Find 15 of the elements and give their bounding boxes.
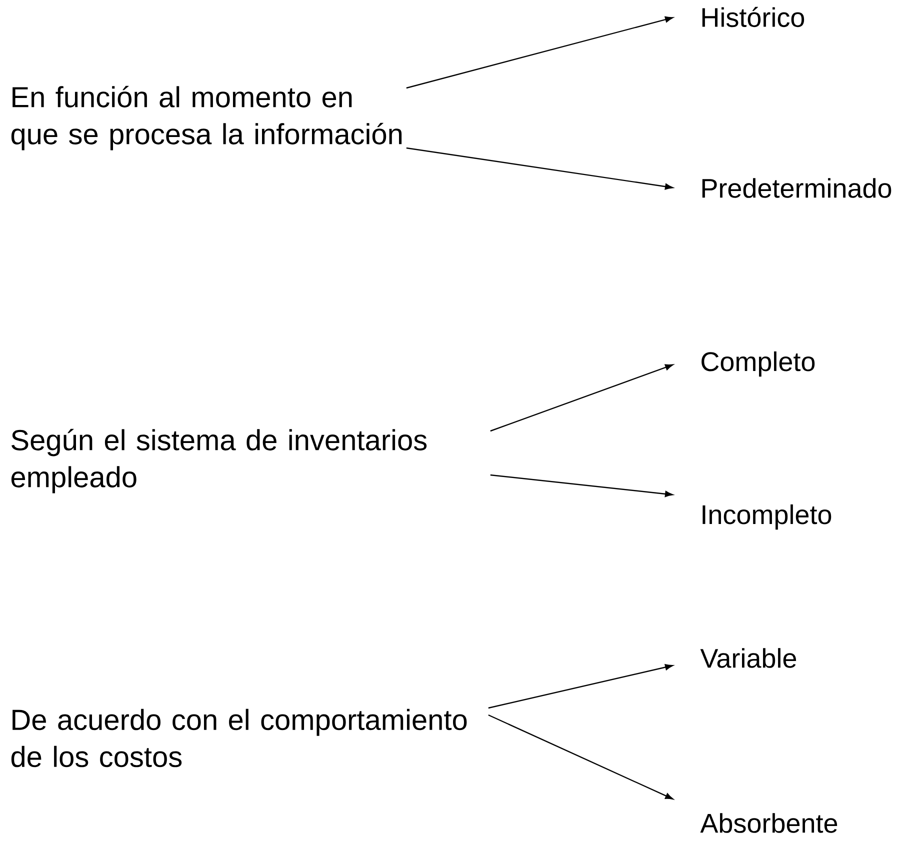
category-text: Según el sistema de inventarios empleado: [11, 428, 427, 494]
arrow: [488, 664, 674, 709]
item-text: Predeterminado: [702, 178, 892, 198]
category-text: De acuerdo con el comportamiento de los costos: [11, 708, 467, 768]
arrow: [406, 147, 673, 190]
item-text: Histórico: [702, 6, 804, 28]
arrow: [488, 714, 674, 800]
item-text: Incompleto: [702, 504, 832, 530]
arrow: [490, 364, 674, 432]
item-text: Absorbente: [700, 813, 838, 833]
item-text: Completo: [702, 351, 815, 377]
item-text: Variable: [700, 648, 796, 668]
category-text: En función al momento en que se procesa la información: [11, 86, 402, 150]
arrow: [490, 474, 673, 498]
arrow: [406, 16, 674, 89]
